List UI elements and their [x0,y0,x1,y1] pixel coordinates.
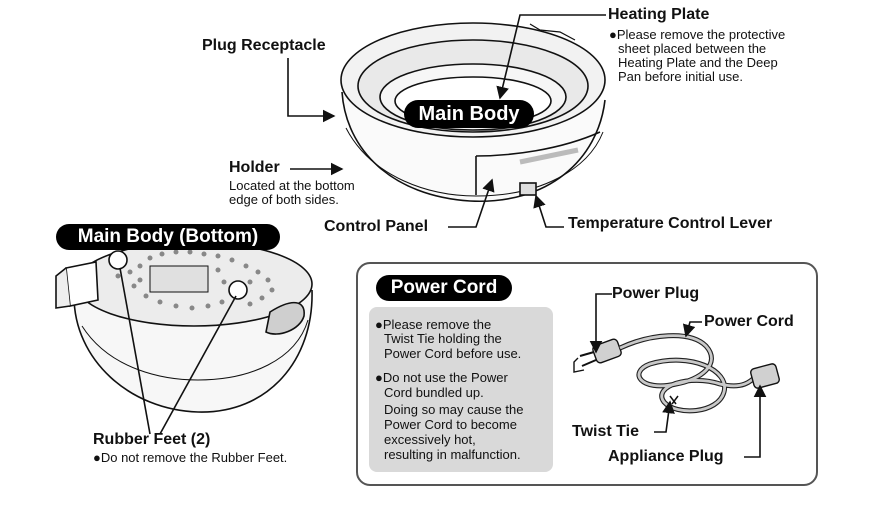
heating-plate-label: Heating Plate [608,6,710,23]
power-cord-label: Power Cord [704,313,794,330]
power-cord-panel [356,262,818,486]
heating-plate-note-line1: ●Please remove the protective [609,27,786,42]
heating-plate-note-line2: sheet placed between the [618,41,767,56]
holder-note-line2: edge of both sides. [229,192,339,207]
heating-plate-note-line4: Pan before initial use. [618,69,744,84]
cord-note1-line3: Power Cord before use. [384,346,522,361]
holder-label: Holder [229,159,280,176]
leader-lines [119,14,767,458]
cord-note2-line6: resulting in malfunction. [384,447,521,462]
cord-note2-line5: excessively hot, [384,432,476,447]
heating-plate-note-line3: Heating Plate and the Deep [618,55,778,70]
rubber-feet-note: ●Do not remove the Rubber Feet. [93,450,288,465]
cord-note2-line3: Doing so may cause the [384,402,524,417]
plug-receptacle-label: Plug Receptacle [202,37,326,54]
twist-tie-label: Twist Tie [572,423,639,440]
cord-note1-line1: ●Please remove the [375,317,492,332]
power-cord-badge: Power Cord [376,275,512,301]
cord-note2-line2: Cord bundled up. [384,385,484,400]
main-body-bottom-badge: Main Body (Bottom) [56,224,280,250]
main-body-bottom-drawing [55,241,313,413]
temperature-control-lever-label: Temperature Control Lever [568,215,773,232]
cord-note2-line4: Power Cord to become [384,417,517,432]
cord-note1-line2: Twist Tie holding the [384,331,502,346]
control-panel-label: Control Panel [324,218,429,235]
power-plug-label: Power Plug [612,285,700,302]
power-cord-notes: ●Please remove the Twist Tie holding the… [369,307,553,472]
appliance-plug-label: Appliance Plug [608,448,724,465]
main-body-badge: Main Body [404,100,534,128]
cord-note2-line1: ●Do not use the Power [375,370,508,385]
power-cord-drawing [573,333,780,414]
rubber-feet-label: Rubber Feet (2) [93,431,211,448]
holder-note-line1: Located at the bottom [229,178,355,193]
